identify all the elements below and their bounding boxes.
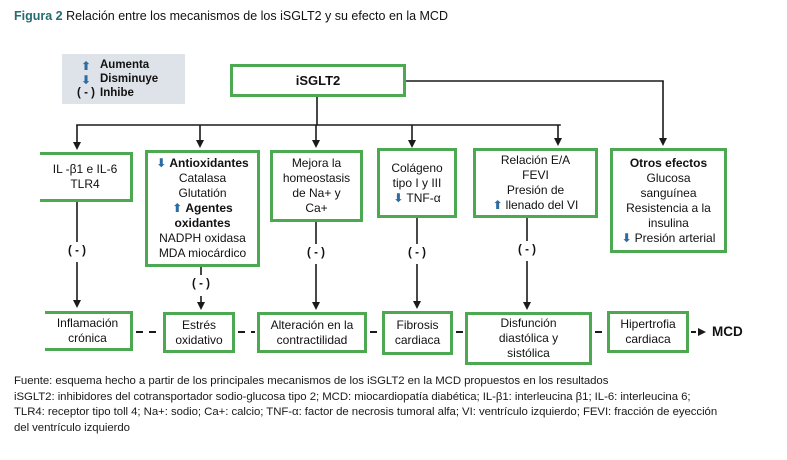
inhibit-label: ( - ) bbox=[518, 244, 536, 256]
box-line: sanguínea bbox=[640, 185, 697, 200]
box-line: Otros efectos bbox=[629, 155, 708, 170]
box-line: FEVI bbox=[522, 168, 549, 182]
mechanism-box-homeostasis: Mejora la homeostasis de Na+ y Ca+ bbox=[270, 150, 363, 222]
mechanism-box-colageno: Colágeno tipo I y III ⬇TNF-α bbox=[377, 148, 457, 218]
box-line: Antioxidantes bbox=[169, 156, 249, 170]
box-line: Mejora la bbox=[291, 156, 342, 170]
box-line: Alteración en la bbox=[270, 317, 354, 332]
up-arrow-icon: ⬆ bbox=[492, 198, 503, 212]
down-arrow-icon: ⬇ bbox=[393, 190, 404, 205]
box-line: contractilidad bbox=[276, 332, 348, 347]
box-line: Resistencia a la bbox=[626, 200, 711, 215]
legend-label: Aumenta bbox=[100, 59, 150, 71]
legend: ⬆ Aumenta ⬇ Disminuye ( - ) Inhibe bbox=[62, 54, 185, 104]
box-line: Glutatión bbox=[178, 186, 227, 200]
footnote-line: iSGLT2: inhibidores del cotransportador … bbox=[14, 390, 691, 403]
legend-label: Inhibe bbox=[100, 87, 134, 99]
box-line: Catalasa bbox=[178, 171, 227, 185]
footnote: Fuente: esquema hecho a partir de los pr… bbox=[14, 374, 778, 436]
box-line: oxidativo bbox=[175, 332, 223, 347]
box-line: Agentes bbox=[185, 201, 233, 215]
figure-caption: Figura 2 Relación entre los mecanismos d… bbox=[14, 9, 448, 23]
figure-caption-label: Figura 2 bbox=[14, 9, 63, 23]
footnote-line: TLR4: receptor tipo toll 4; Na+: sodio; … bbox=[14, 406, 718, 419]
box-line: Relación E/A bbox=[500, 153, 571, 167]
mechanism-box-relacion-ea: Relación E/A FEVI Presión de ⬆llenado de… bbox=[473, 148, 598, 218]
outcome-box-fibrosis: Fibrosis cardiaca bbox=[382, 311, 453, 355]
box-line: IL -β1 e IL-6 bbox=[52, 162, 118, 176]
box-line: crónica bbox=[68, 331, 107, 345]
outcome-box-inflamacion: Inflamación crónica bbox=[45, 311, 133, 351]
box-line: cardiaca bbox=[625, 332, 671, 346]
box-line: NADPH oxidasa bbox=[159, 231, 246, 245]
outcome-box-disfuncion: Disfunción diastólica y sistólica bbox=[465, 312, 592, 365]
box-line: oxidantes bbox=[174, 216, 231, 230]
box-line: Ca+ bbox=[305, 201, 328, 215]
box-line: homeostasis bbox=[282, 171, 351, 185]
box-line: TLR4 bbox=[70, 177, 100, 191]
box-line: sistólica bbox=[507, 346, 550, 360]
box-line: cardiaca bbox=[394, 333, 441, 347]
down-arrow-icon: ⬇ bbox=[80, 72, 92, 87]
footnote-line: del ventrículo izquierdo bbox=[14, 421, 130, 434]
box-line: Colágeno bbox=[391, 160, 443, 175]
box-line: tipo I y III bbox=[392, 175, 442, 190]
up-arrow-icon: ⬆ bbox=[80, 58, 92, 73]
inhibit-label: ( - ) bbox=[68, 245, 86, 257]
box-line: Fibrosis bbox=[396, 318, 439, 332]
box-line: llenado del VI bbox=[505, 198, 579, 212]
outcome-box-estres: Estrés oxidativo bbox=[163, 312, 235, 353]
outcome-box-alteracion: Alteración en la contractilidad bbox=[257, 312, 367, 353]
box-line: Glucosa bbox=[646, 170, 691, 185]
box-line: MDA miocárdico bbox=[158, 246, 247, 260]
box-line: de Na+ y bbox=[292, 186, 341, 200]
box-line: diastólica y bbox=[498, 331, 559, 345]
isglt2-box: iSGLT2 bbox=[230, 64, 406, 97]
legend-item-disminuye: ⬇ Disminuye bbox=[72, 73, 179, 86]
down-arrow-icon: ⬇ bbox=[156, 156, 167, 170]
box-line: insulina bbox=[648, 215, 689, 230]
box-line: TNF-α bbox=[406, 190, 441, 205]
box-line: Inflamación bbox=[56, 316, 119, 330]
up-arrow-icon: ⬆ bbox=[172, 201, 183, 215]
box-line: Presión de bbox=[506, 183, 565, 197]
inhibit-label: ( - ) bbox=[192, 278, 210, 290]
isglt2-label: iSGLT2 bbox=[295, 73, 341, 88]
figure-caption-text: Relación entre los mecanismos de los iSG… bbox=[66, 9, 448, 23]
inhibit-label: ( - ) bbox=[408, 247, 426, 259]
mechanism-box-antioxidantes: ⬇Antioxidantes Catalasa Glutatión ⬆Agent… bbox=[145, 150, 260, 267]
footnote-line: Fuente: esquema hecho a partir de los pr… bbox=[14, 375, 609, 387]
legend-label: Disminuye bbox=[100, 73, 159, 85]
legend-item-inhibe: ( - ) Inhibe bbox=[72, 87, 179, 100]
mechanism-box-interleucinas: IL -β1 e IL-6 TLR4 bbox=[40, 152, 133, 202]
box-line: Disfunción bbox=[500, 316, 557, 330]
inhibit-label: ( - ) bbox=[307, 247, 325, 259]
box-line: Presión arterial bbox=[634, 230, 716, 245]
box-line: Estrés bbox=[181, 317, 216, 332]
mcd-label: MCD bbox=[712, 324, 743, 339]
legend-item-aumenta: ⬆ Aumenta bbox=[72, 59, 179, 72]
outcome-box-hipertrofia: Hipertrofia cardiaca bbox=[607, 311, 689, 353]
down-arrow-icon: ⬇ bbox=[621, 230, 632, 245]
box-line: Hipertrofia bbox=[620, 317, 676, 331]
mechanism-box-otros-efectos: Otros efectos Glucosa sanguínea Resisten… bbox=[610, 148, 727, 253]
inhibit-symbol: ( - ) bbox=[77, 87, 95, 99]
